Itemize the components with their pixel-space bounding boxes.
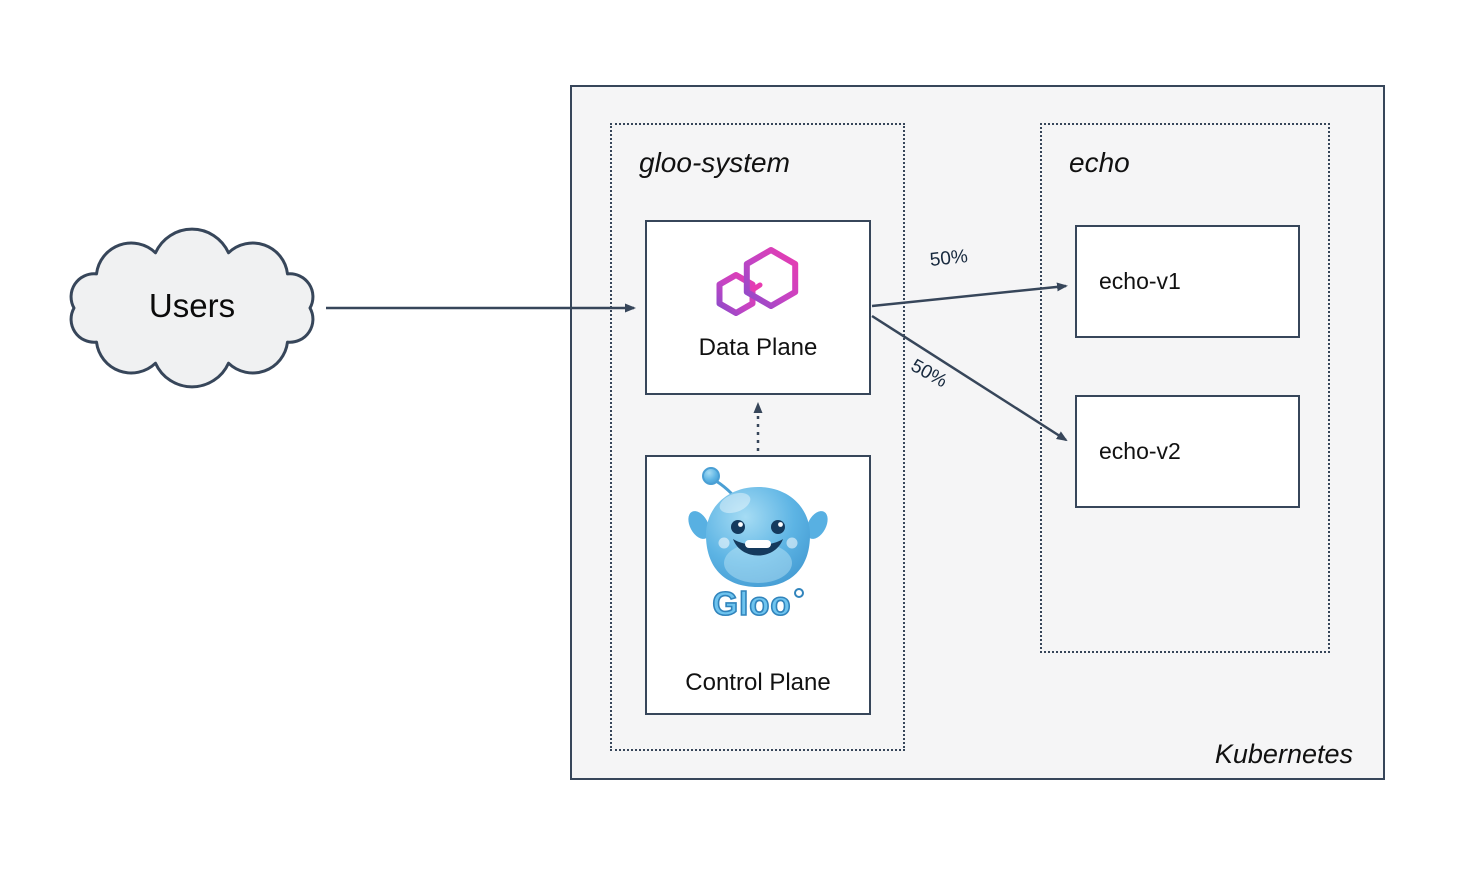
- kubernetes-label: Kubernetes: [1214, 739, 1353, 769]
- users-cloud: Users: [52, 226, 332, 391]
- echo-namespace: echo: [1040, 123, 1330, 653]
- gloo-mascot-icon: [688, 467, 828, 587]
- echo-v1-label: echo-v1: [1099, 268, 1181, 294]
- cloud-icon: [69, 227, 315, 389]
- echo-v2-label: echo-v2: [1099, 438, 1181, 464]
- gloo-hexagons-icon: [716, 247, 799, 316]
- control-plane-label: Control Plane: [685, 669, 831, 696]
- gloo-wordmark: Gloo: [712, 585, 804, 622]
- data-plane-node: Data Plane: [645, 220, 871, 395]
- traffic-split-v1-label: 50%: [928, 246, 969, 271]
- echo-label: echo: [1069, 147, 1130, 178]
- users-label: Users: [148, 287, 236, 324]
- echo-v1-node: echo-v1: [1075, 225, 1300, 338]
- gloo-system-label: gloo-system: [639, 147, 790, 178]
- gloo-wordmark-text: Gloo: [712, 585, 792, 622]
- gloo-wordmark-ring: [793, 588, 804, 598]
- control-plane-node: Gloo Control Plane: [645, 455, 871, 715]
- echo-v2-node: echo-v2: [1075, 395, 1300, 508]
- data-plane-label: Data Plane: [698, 334, 818, 361]
